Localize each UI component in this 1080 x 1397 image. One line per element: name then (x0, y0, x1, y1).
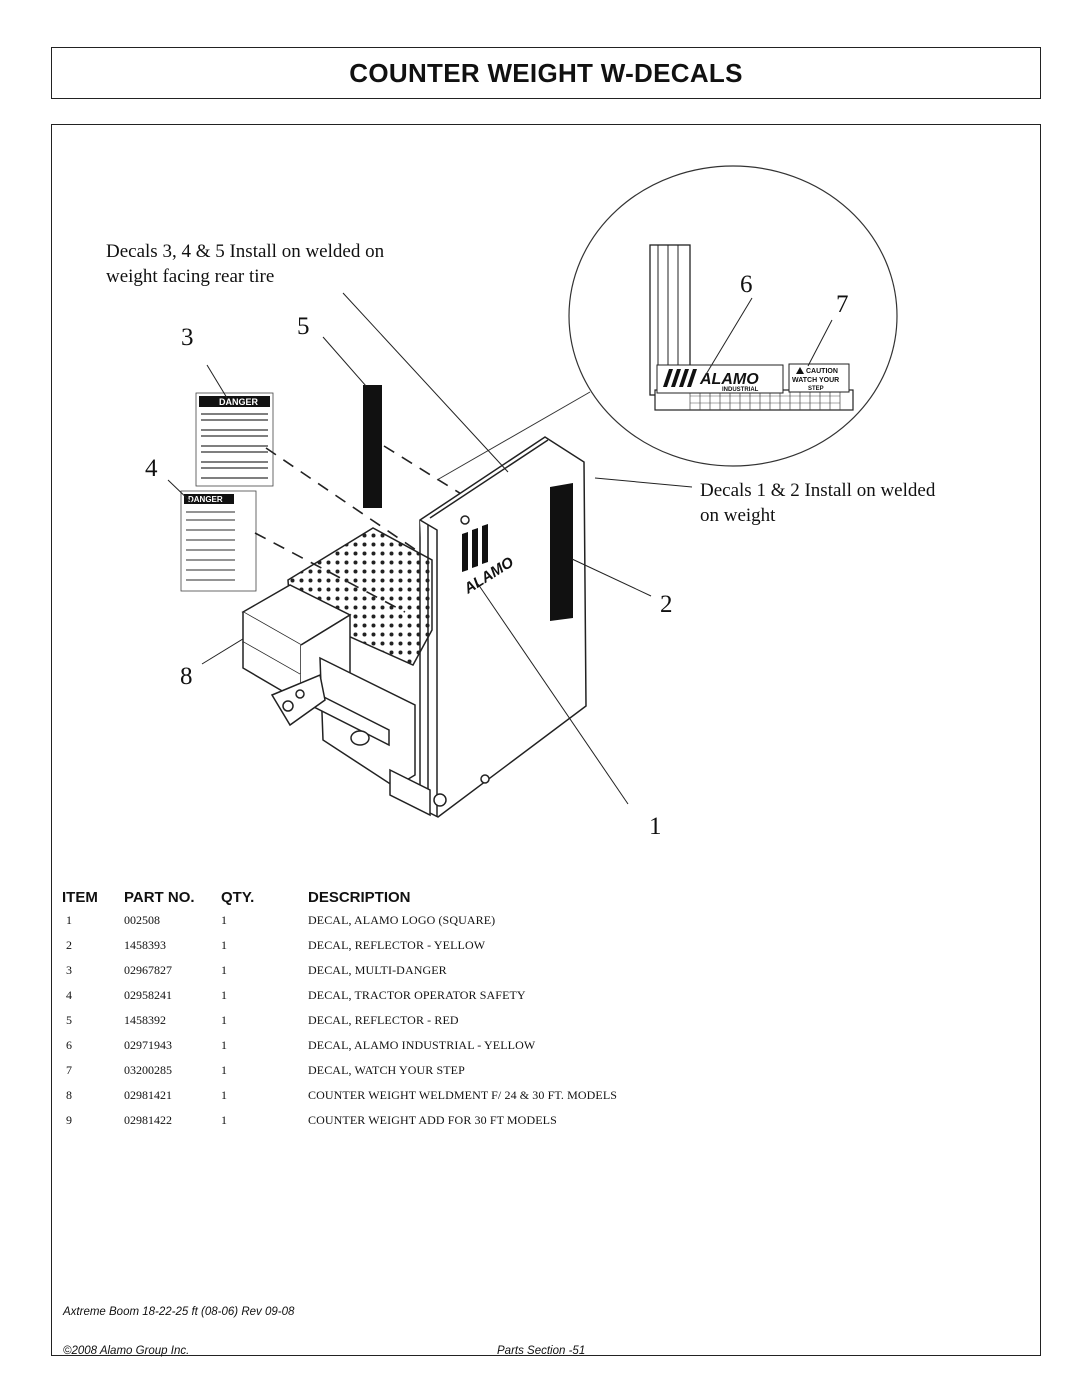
row-part-no: 02981422 (124, 1113, 172, 1127)
table-row: 8 02981421 1 COUNTER WEIGHT WELDMENT F/ … (62, 1083, 962, 1108)
row-description: DECAL, REFLECTOR - YELLOW (308, 938, 486, 952)
callout-2: 2 (660, 591, 673, 618)
decal-danger-label-3: DANGER (219, 397, 259, 407)
row-qty: 1 (221, 1013, 227, 1027)
header-item: ITEM (62, 888, 98, 906)
decal-multi-danger: DANGER (195, 392, 274, 487)
leader-2 (571, 558, 652, 597)
callout-8: 8 (180, 663, 193, 690)
row-part-no: 02981421 (124, 1088, 172, 1102)
decal-danger-label-4: DANGER (188, 495, 223, 504)
decal-caution-line2: WATCH YOUR (792, 377, 839, 384)
row-part-no: 1458392 (124, 1013, 166, 1027)
table-row: 3 02967827 1 DECAL, MULTI-DANGER (62, 958, 962, 983)
leader-5 (322, 336, 367, 387)
row-qty: 1 (221, 1088, 227, 1102)
row-item: 1 (66, 913, 72, 927)
row-qty: 1 (221, 1038, 227, 1052)
exploded-parts-diagram: Decals 3, 4 & 5 Install on welded on wei… (106, 165, 936, 840)
row-qty: 1 (221, 938, 227, 952)
row-qty: 1 (221, 1063, 227, 1077)
row-item: 6 (66, 1038, 72, 1052)
page-title: COUNTER WEIGHT W-DECALS (349, 57, 743, 88)
callout-5: 5 (297, 313, 310, 340)
note-top-line2: weight facing rear tire (106, 266, 274, 287)
row-part-no: 002508 (124, 913, 160, 927)
table-row: 2 1458393 1 DECAL, REFLECTOR - YELLOW (62, 933, 962, 958)
row-part-no: 02958241 (124, 988, 172, 1002)
decal-reflector-red (363, 385, 382, 508)
title-box: COUNTER WEIGHT W-DECALS (51, 47, 1041, 99)
decal-caution-line1: CAUTION (806, 368, 838, 375)
parts-table-header: ITEM PART NO. QTY. DESCRIPTION (62, 886, 962, 908)
leader-1 (477, 583, 629, 805)
row-qty: 1 (221, 913, 227, 927)
decal-reflector-yellow (550, 483, 573, 621)
leader-3 (206, 364, 228, 399)
row-qty: 1 (221, 988, 227, 1002)
row-item: 3 (66, 963, 72, 977)
header-part-no: PART NO. (124, 888, 195, 906)
table-row: 7 03200285 1 DECAL, WATCH YOUR STEP (62, 1058, 962, 1083)
callout-7: 7 (836, 291, 849, 318)
row-item: 5 (66, 1013, 72, 1027)
note-top-line1: Decals 3, 4 & 5 Install on welded on (106, 241, 385, 262)
row-description: DECAL, WATCH YOUR STEP (308, 1063, 465, 1077)
row-description: COUNTER WEIGHT ADD FOR 30 FT MODELS (308, 1113, 557, 1127)
row-part-no: 1458393 (124, 938, 166, 952)
row-part-no: 02967827 (124, 963, 172, 977)
row-item: 7 (66, 1063, 72, 1077)
decal-logo-sub: INDUSTRIAL (722, 387, 759, 393)
decal-watch-your-step: CAUTION WATCH YOUR STEP (788, 363, 850, 393)
row-description: DECAL, MULTI-DANGER (308, 963, 447, 977)
decal-caution-line3: STEP (808, 386, 824, 392)
parts-table: ITEM PART NO. QTY. DESCRIPTION 1 002508 … (62, 886, 962, 1133)
table-row: 9 02981422 1 COUNTER WEIGHT ADD FOR 30 F… (62, 1108, 962, 1133)
table-row: 1 002508 1 DECAL, ALAMO LOGO (SQUARE) (62, 908, 962, 933)
row-qty: 1 (221, 1113, 227, 1127)
note-right-line1: Decals 1 & 2 Install on welded (700, 480, 936, 501)
row-description: COUNTER WEIGHT WELDMENT F/ 24 & 30 FT. M… (308, 1088, 618, 1102)
detail-circle (568, 165, 898, 467)
footer-page-number: Parts Section -51 (497, 1345, 586, 1357)
table-row: 4 02958241 1 DECAL, TRACTOR OPERATOR SAF… (62, 983, 962, 1008)
row-item: 9 (66, 1113, 72, 1127)
row-part-no: 03200285 (124, 1063, 172, 1077)
leader-4 (167, 479, 193, 504)
leader-note-right (594, 477, 693, 488)
row-description: DECAL, TRACTOR OPERATOR SAFETY (308, 988, 526, 1002)
decal-alamo-industrial: ALAMO INDUSTRIAL (656, 364, 784, 394)
callout-1: 1 (649, 813, 662, 840)
leader-6 (704, 297, 753, 377)
decal-operator-safety: DANGER (180, 490, 257, 592)
decal-logo-text: ALAMO (699, 371, 759, 388)
note-right-line2: on weight (700, 505, 776, 526)
callout-4: 4 (145, 455, 158, 482)
row-description: DECAL, ALAMO INDUSTRIAL - YELLOW (308, 1038, 536, 1052)
callout-6: 6 (740, 271, 753, 298)
row-part-no: 02971943 (124, 1038, 172, 1052)
callout-3: 3 (181, 324, 194, 351)
detail-link-line (436, 391, 591, 481)
footer-copyright: ©2008 Alamo Group Inc. (63, 1345, 190, 1357)
row-item: 4 (66, 988, 72, 1002)
row-qty: 1 (221, 963, 227, 977)
leader-7 (807, 319, 833, 367)
header-qty: QTY. (221, 888, 255, 906)
footer-doc-title: Axtreme Boom 18-22-25 ft (08-06) Rev 09-… (63, 1306, 295, 1318)
counter-weight-body (241, 436, 587, 818)
content-box (51, 124, 1041, 1356)
row-description: DECAL, ALAMO LOGO (SQUARE) (308, 913, 496, 927)
table-row: 6 02971943 1 DECAL, ALAMO INDUSTRIAL - Y… (62, 1033, 962, 1058)
row-description: DECAL, REFLECTOR - RED (308, 1013, 459, 1027)
header-description: DESCRIPTION (308, 888, 411, 906)
row-item: 8 (66, 1088, 72, 1102)
leader-note-top (342, 292, 509, 473)
row-item: 2 (66, 938, 72, 952)
table-row: 5 1458392 1 DECAL, REFLECTOR - RED (62, 1008, 962, 1033)
